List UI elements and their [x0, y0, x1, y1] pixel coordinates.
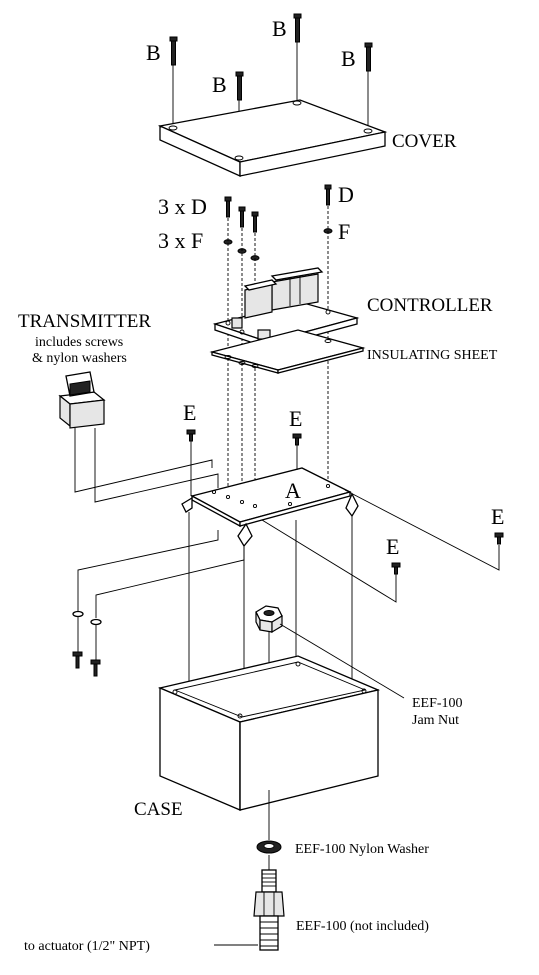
case	[157, 655, 381, 811]
transmitter-module	[58, 371, 106, 429]
screw-b-3	[364, 42, 373, 72]
cover-plate	[157, 99, 388, 178]
label-3xf: 3 x F	[158, 228, 203, 253]
label-b-1: B	[146, 40, 161, 65]
label-fitting: EEF-100 (not included)	[296, 919, 429, 934]
label-transmitter-note-1: includes screws	[35, 335, 123, 350]
label-3xd: 3 x D	[158, 194, 207, 219]
transmitter-leaders	[74, 428, 219, 503]
label-case: CASE	[134, 799, 183, 820]
label-transmitter-note-2: & nylon washers	[32, 351, 127, 366]
screw-b-2	[293, 13, 302, 43]
label-cover: COVER	[392, 131, 457, 152]
label-transmitter: TRANSMITTER	[18, 311, 151, 332]
label-nylon-washer: EEF-100 Nylon Washer	[295, 842, 429, 857]
label-insulating-sheet: INSULATING SHEET	[367, 348, 498, 363]
mounting-bracket	[181, 467, 359, 548]
cover-screws	[169, 13, 373, 158]
label-to-actuator: to actuator (1/2" NPT)	[24, 939, 150, 954]
e-screw-leaders	[77, 441, 500, 618]
label-controller: CONTROLLER	[367, 295, 493, 316]
label-b-3: B	[341, 46, 356, 71]
label-e-2: E	[289, 406, 302, 431]
insulating-sheet	[209, 329, 366, 374]
transmitter-screws	[72, 610, 102, 677]
label-jam-nut-1: EEF-100	[412, 696, 463, 711]
jam-nut	[255, 605, 405, 699]
label-e-1: E	[183, 400, 196, 425]
label-e-3: E	[386, 534, 399, 559]
label-f: F	[338, 219, 350, 244]
nylon-washer	[256, 790, 282, 854]
screw-b-1	[169, 36, 178, 66]
label-b-2: B	[272, 16, 287, 41]
label-jam-nut-2: Jam Nut	[412, 713, 459, 728]
label-a: A	[285, 478, 301, 503]
label-e-4: E	[491, 504, 504, 529]
eef-100-fitting	[214, 855, 285, 951]
label-b-4: B	[212, 72, 227, 97]
label-d: D	[338, 182, 354, 207]
screw-b-4	[235, 71, 244, 101]
